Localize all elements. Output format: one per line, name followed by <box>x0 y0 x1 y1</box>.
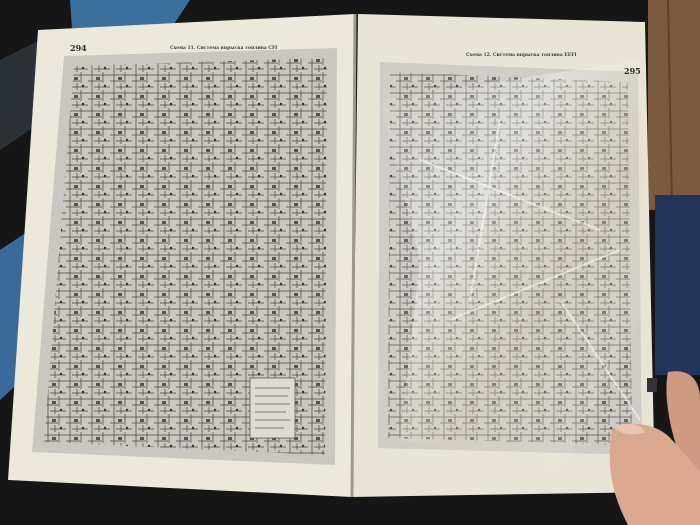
blue-binder <box>655 195 700 375</box>
plastic-wrap-creases <box>419 119 641 421</box>
right-page-caption: Схема 12. Система впрыска топлива EEFI <box>466 53 577 58</box>
clip-tab <box>647 378 657 392</box>
left-page-caption: Схема 11. Система впрыска топлива CFI <box>170 46 278 51</box>
left-page-number: 294 <box>70 43 87 53</box>
right-page-number: 295 <box>624 66 641 76</box>
left-wiring-diagram <box>44 58 327 455</box>
palm-edge <box>666 371 700 470</box>
plastic-wrap-sheen <box>380 60 650 470</box>
wood-floor <box>648 0 700 210</box>
left-legend-lines <box>255 387 290 429</box>
book-gutter <box>350 13 357 498</box>
holding-hand <box>609 423 700 525</box>
left-legend-box <box>249 377 296 439</box>
blue-book-corner <box>70 0 190 30</box>
thumb-nail <box>615 423 645 435</box>
floor-seam <box>667 0 673 211</box>
